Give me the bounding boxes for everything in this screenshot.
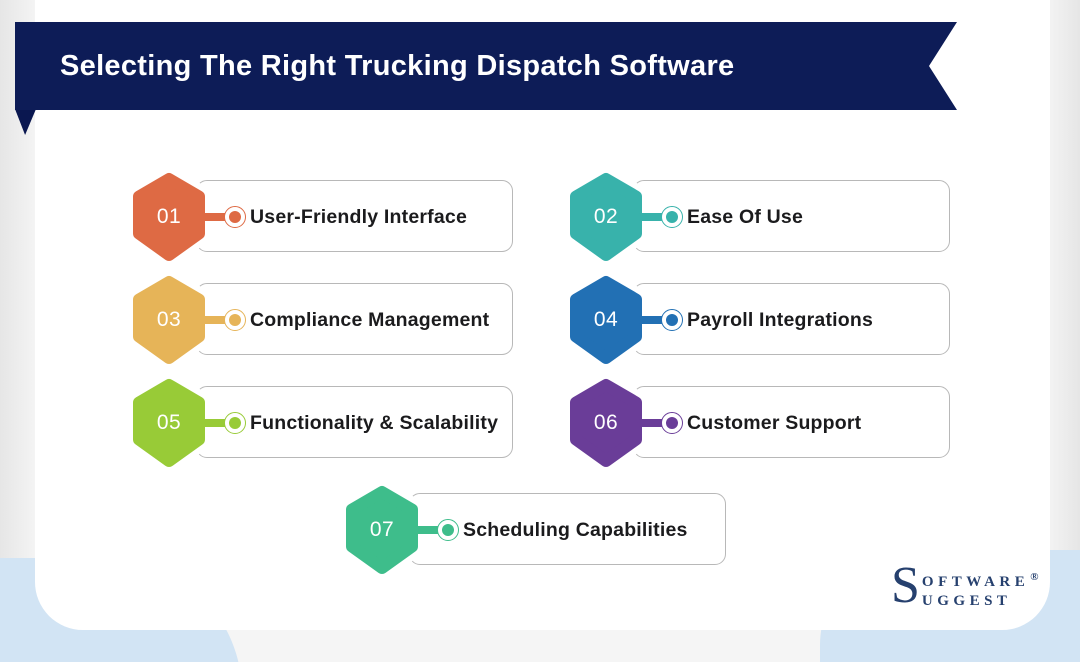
logo-initial: S xyxy=(891,557,920,614)
item-label: Compliance Management xyxy=(250,308,490,331)
item-label: Payroll Integrations xyxy=(687,308,874,331)
connector-ring-icon xyxy=(224,206,246,228)
hexagon-badge-icon xyxy=(564,270,648,370)
registered-mark: ® xyxy=(1030,571,1039,583)
connector-dot-icon xyxy=(666,211,678,223)
connector-stem xyxy=(637,213,666,221)
ribbon-fold xyxy=(15,109,36,135)
connector-stem xyxy=(200,316,229,324)
feature-item: 05 Functionality & Scalability xyxy=(127,373,520,473)
feature-item: 06 Customer Support xyxy=(564,373,957,473)
logo-text: OFTWARE® UGGEST xyxy=(922,564,1039,611)
ribbon-banner: Selecting The Right Trucking Dispatch So… xyxy=(15,22,957,110)
connector-ring-icon xyxy=(661,206,683,228)
connector-stem xyxy=(200,213,229,221)
item-label: Customer Support xyxy=(687,411,862,434)
hexagon-badge-icon xyxy=(127,167,211,267)
connector-stem xyxy=(413,526,442,534)
connector-ring-icon xyxy=(661,412,683,434)
item-number: 07 xyxy=(369,518,395,541)
connector-ring-icon xyxy=(661,309,683,331)
page-title: Selecting The Right Trucking Dispatch So… xyxy=(60,49,735,82)
item-label: Functionality & Scalability xyxy=(250,411,499,434)
connector-ring-icon xyxy=(224,412,246,434)
connector-ring-icon xyxy=(224,309,246,331)
logo-line-1: OFTWARE® xyxy=(922,568,1039,592)
hexagon-badge-icon xyxy=(127,270,211,370)
feature-card xyxy=(633,180,950,252)
hexagon-badge-icon xyxy=(127,373,211,473)
logo-line1-text: OFTWARE xyxy=(921,574,1030,590)
feature-card xyxy=(196,180,513,252)
feature-card xyxy=(409,493,726,565)
item-number: 06 xyxy=(593,411,619,434)
feature-item: 01 User-Friendly Interface xyxy=(127,167,520,267)
feature-item: 04 Payroll Integrations xyxy=(564,270,957,370)
feature-item: 07 Scheduling Capabilities xyxy=(340,480,733,580)
connector-dot-icon xyxy=(666,417,678,429)
item-number: 02 xyxy=(593,205,619,228)
connector-stem xyxy=(637,419,666,427)
item-number: 01 xyxy=(156,205,182,228)
item-label: Scheduling Capabilities xyxy=(463,518,688,541)
item-number: 03 xyxy=(156,308,182,331)
hexagon-badge-icon xyxy=(564,373,648,473)
connector-dot-icon xyxy=(229,314,241,326)
connector-dot-icon xyxy=(666,314,678,326)
item-label: User-Friendly Interface xyxy=(250,205,468,228)
feature-card xyxy=(196,283,513,355)
hexagon-badge-icon xyxy=(340,480,424,580)
connector-dot-icon xyxy=(229,417,241,429)
feature-card xyxy=(196,386,513,458)
software-suggest-logo: S OFTWARE® UGGEST xyxy=(891,557,1039,614)
feature-item: 03 Compliance Management xyxy=(127,270,520,370)
connector-stem xyxy=(637,316,666,324)
item-number: 05 xyxy=(156,411,182,434)
connector-stem xyxy=(200,419,229,427)
connector-dot-icon xyxy=(442,524,454,536)
hexagon-badge-icon xyxy=(564,167,648,267)
logo-line-2: UGGEST xyxy=(921,593,1012,609)
feature-item: 02 Ease Of Use xyxy=(564,167,957,267)
connector-dot-icon xyxy=(229,211,241,223)
feature-card xyxy=(633,386,950,458)
connector-ring-icon xyxy=(437,519,459,541)
item-number: 04 xyxy=(593,308,619,331)
item-label: Ease Of Use xyxy=(687,205,804,228)
feature-card xyxy=(633,283,950,355)
